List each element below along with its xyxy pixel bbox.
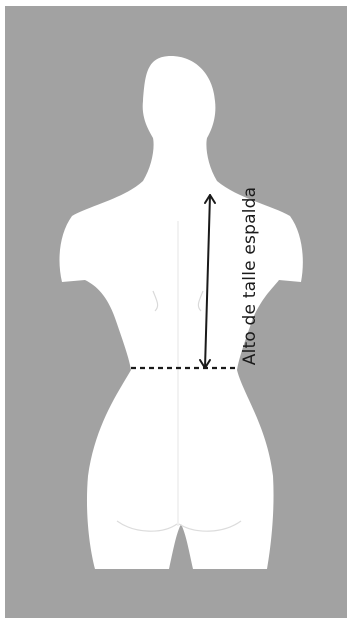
measurement-illustration: Alto de talle espalda — [5, 6, 347, 618]
female-back-silhouette-icon — [5, 6, 347, 618]
body-silhouette — [59, 56, 302, 569]
measurement-label: Alto de talle espalda — [240, 187, 260, 366]
